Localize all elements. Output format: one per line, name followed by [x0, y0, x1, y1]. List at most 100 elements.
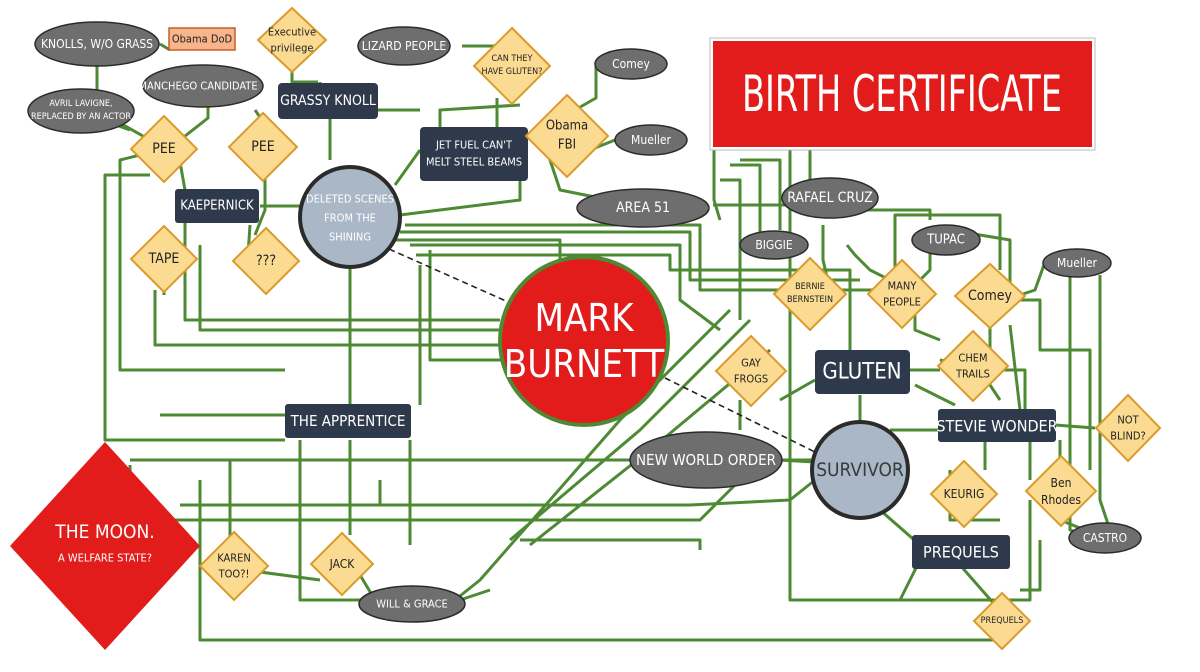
- node-obama-dod: Obama DoD: [168, 27, 236, 51]
- node-label: MANCHEGO CANDIDATE: [138, 80, 257, 93]
- node-label: PREQUELS: [923, 543, 999, 562]
- node-castro: CASTRO: [1068, 522, 1142, 554]
- node-label: BERNIE: [795, 282, 825, 292]
- node-mark-burnett: MARK BURNETT: [498, 255, 670, 427]
- node-label: CAN THEY: [492, 54, 533, 64]
- node-label: NEW WORLD ORDER: [636, 451, 776, 469]
- node-label: JACK: [329, 557, 356, 571]
- node-label: PEE: [152, 141, 176, 157]
- node-stevie: STEVIE WONDER: [936, 409, 1058, 442]
- node-label: AREA 51: [616, 200, 670, 216]
- node-label: Rhodes: [1041, 493, 1081, 507]
- node-label: WILL & GRACE: [376, 598, 448, 611]
- node-label: BIRTH CERTIFICATE: [742, 65, 1062, 123]
- node-label: JET FUEL CAN'T: [435, 139, 513, 152]
- node-label: BERNSTEIN: [787, 295, 833, 305]
- node-label: STEVIE WONDER: [936, 417, 1057, 436]
- dashed-link: [379, 244, 516, 306]
- node-label: BLIND?: [1110, 430, 1146, 443]
- node-label: Comey: [968, 288, 1013, 304]
- node-comey-top: Comey: [594, 48, 668, 80]
- node-survivor: SURVIVOR: [810, 420, 910, 520]
- node-can-they-have-gluten: CAN THEY HAVE GLUTEN?: [472, 26, 552, 106]
- node-executive-privilege: Executive privilege: [256, 6, 328, 74]
- node-label: THE MOON.: [54, 521, 154, 543]
- node-label: MANY: [888, 280, 918, 293]
- node-label: PEOPLE: [883, 296, 921, 309]
- node-label: SURVIVOR: [816, 459, 904, 481]
- node-label: Mueller: [1057, 256, 1097, 270]
- node-label: HAVE GLUTEN?: [482, 67, 543, 77]
- node-label: REPLACED BY AN ACTOR: [31, 112, 131, 122]
- node-label: FROM THE: [324, 212, 376, 225]
- node-label: PEE: [251, 139, 275, 155]
- node-not-blind: NOT BLIND?: [1094, 393, 1162, 463]
- node-label: AVRIL LAVIGNE,: [49, 99, 112, 109]
- node-mueller-right: Mueller: [1042, 248, 1112, 278]
- node-label: KEURIG: [944, 487, 985, 501]
- node-label: privilege: [271, 42, 314, 55]
- node-label: KAEPERNICK: [180, 199, 254, 214]
- node-birth-certificate: BIRTH CERTIFICATE: [709, 37, 1096, 151]
- node-pee-left: PEE: [129, 114, 199, 184]
- node-label: Obama DoD: [172, 33, 233, 46]
- node-area51: AREA 51: [576, 188, 710, 228]
- node-label: CASTRO: [1083, 531, 1127, 545]
- node-rafael-cruz: RAFAEL CRUZ: [781, 177, 879, 219]
- node-new-world-order: NEW WORLD ORDER: [629, 431, 783, 489]
- node-label: Obama: [546, 119, 588, 134]
- node-jack: JACK: [309, 531, 375, 597]
- node-label: TOO?!: [218, 568, 250, 581]
- node-deleted-scenes: DELETED SCENES FROM THE SHINING: [298, 165, 402, 269]
- node-moon: THE MOON. A WELFARE STATE?: [10, 442, 200, 650]
- node-label: SHINING: [329, 231, 371, 244]
- node-ben-rhodes: Ben Rhodes: [1024, 454, 1098, 528]
- node-label: BIGGIE: [755, 238, 793, 252]
- node-manchego: MANCHEGO CANDIDATE: [138, 64, 264, 108]
- node-will-grace: WILL & GRACE: [358, 585, 466, 623]
- node-avril: AVRIL LAVIGNE, REPLACED BY AN ACTOR: [27, 88, 135, 134]
- node-label: Executive: [268, 26, 316, 39]
- node-karen: KAREN TOO?!: [198, 530, 270, 602]
- node-label: TUPAC: [926, 233, 965, 248]
- node-apprentice: THE APPRENTICE: [285, 404, 411, 438]
- node-prequels-box: PREQUELS: [912, 535, 1010, 569]
- node-label: ???: [256, 253, 276, 269]
- node-label: NOT: [1117, 414, 1139, 427]
- node-pee-right: PEE: [227, 111, 299, 183]
- node-label: Ben: [1051, 476, 1072, 490]
- node-chem-trails: CHEM TRAILS: [936, 329, 1010, 403]
- node-kaepernick: KAEPERNICK: [175, 189, 259, 223]
- node-label: Mueller: [631, 133, 671, 147]
- node-bernie: BERNIE BERNSTEIN: [772, 256, 848, 332]
- node-label: MARK: [534, 296, 635, 340]
- node-label: KAREN: [217, 552, 251, 565]
- node-label: THE APPRENTICE: [290, 412, 406, 430]
- node-gay-frogs: GAY FROGS: [714, 334, 788, 408]
- node-label: A WELFARE STATE?: [58, 552, 152, 565]
- node-label: FROGS: [734, 373, 768, 386]
- node-label: GAY: [741, 357, 762, 370]
- node-label: RAFAEL CRUZ: [787, 190, 873, 206]
- node-lizard-people: LIZARD PEOPLE: [357, 26, 451, 66]
- node-label: PREQUELS: [981, 616, 1024, 626]
- node-prequels-diamond: PREQUELS: [972, 591, 1032, 651]
- node-keurig: KEURIG: [929, 459, 999, 529]
- node-question: ???: [231, 226, 301, 296]
- node-label: LIZARD PEOPLE: [362, 39, 447, 53]
- node-label: DELETED SCENES: [306, 193, 394, 206]
- dashed-link: [664, 377, 816, 453]
- node-comey-right: Comey: [953, 262, 1027, 330]
- node-label: GLUTEN: [822, 360, 901, 385]
- node-many-people: MANY PEOPLE: [866, 258, 938, 330]
- node-mueller-top: Mueller: [614, 124, 688, 156]
- node-tupac: TUPAC: [911, 224, 981, 256]
- node-jet-fuel: JET FUEL CAN'T MELT STEEL BEAMS: [420, 127, 528, 181]
- node-knolls: KNOLLS, W/O GRASS: [34, 21, 160, 67]
- node-grassy-knoll: GRASSY KNOLL: [278, 83, 378, 119]
- node-label: Comey: [612, 57, 650, 71]
- node-tape: TAPE: [129, 224, 199, 294]
- node-label: GRASSY KNOLL: [280, 93, 376, 109]
- node-obama-fbi: Obama FBI: [524, 93, 610, 179]
